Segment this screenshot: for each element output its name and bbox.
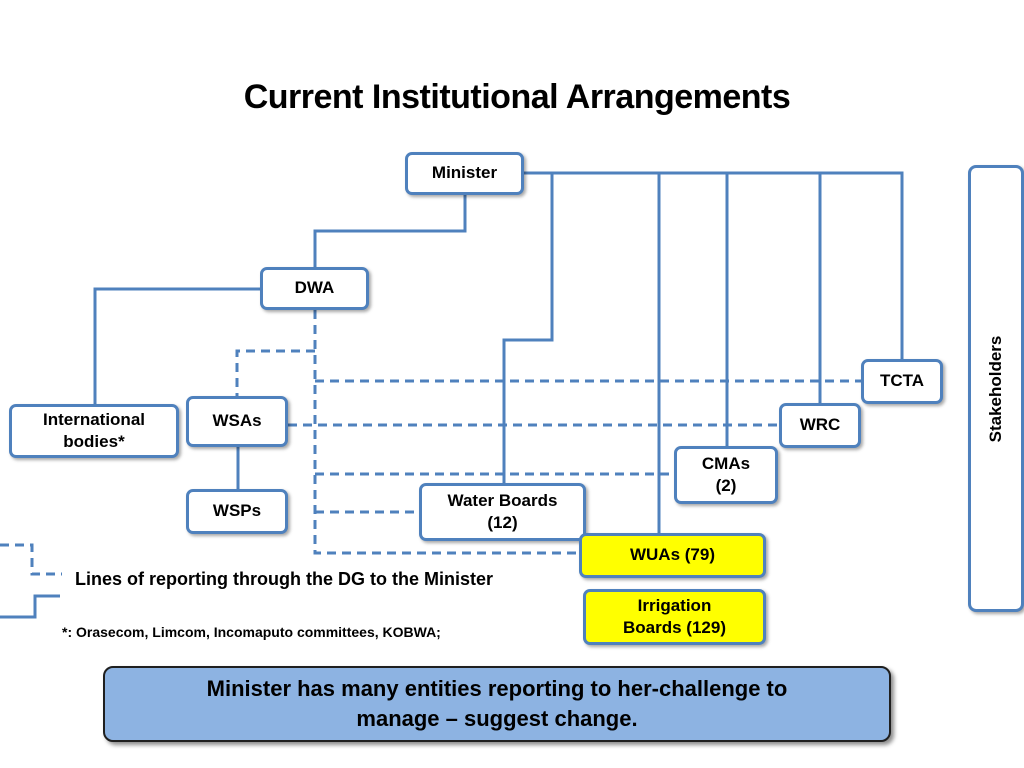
legend-solid-line (0, 594, 60, 619)
cmas-box: CMAs (2) (674, 446, 778, 504)
stakeholders-label: Stakeholders (986, 335, 1005, 442)
conclusion-banner: Minister has many entities reporting to … (103, 666, 891, 742)
minister-box: Minister (405, 152, 524, 195)
page-title: Current Institutional Arrangements (243, 78, 791, 116)
dwa-label: DWA (294, 278, 335, 298)
dwa-box: DWA (260, 267, 369, 310)
wsps-box: WSPs (186, 489, 288, 534)
stakeholders-box: Stakeholders (968, 165, 1024, 612)
international-bodies-box: International bodies* (9, 404, 179, 458)
dwa-international-line (93, 287, 260, 405)
legend-text: Lines of reporting through the DG to the… (75, 569, 493, 589)
wrc-label: WRC (799, 415, 841, 435)
irrigation-boards-label: Irrigation Boards (129) (623, 595, 726, 637)
minister-label: Minister (431, 163, 498, 183)
wsas-box: WSAs (186, 396, 288, 447)
water-boards-box: Water Boards (12) (419, 483, 586, 541)
dwa-wsas-dashed (235, 349, 315, 398)
conclusion-text: Minister has many entities reporting to … (206, 676, 788, 731)
water-boards-label: Water Boards (12) (447, 490, 558, 532)
dwa-dashed-trunk (313, 310, 580, 555)
tcta-label: TCTA (879, 371, 925, 391)
irrigation-boards-box: Irrigation Boards (129) (583, 589, 766, 645)
footnote-text: *: Orasecom, Limcom, Incomaputo committe… (62, 624, 441, 640)
wsps-label: WSPs (212, 501, 262, 521)
minister-trunk-line (524, 171, 904, 360)
minister-dwa-line (313, 194, 467, 268)
wsas-label: WSAs (212, 411, 262, 431)
legend-dashed-line (0, 543, 62, 576)
wuas-label: WUAs (79) (629, 545, 715, 565)
wuas-box: WUAs (79) (579, 533, 766, 578)
minister-water-boards-line (502, 173, 554, 485)
cmas-label: CMAs (2) (701, 453, 751, 495)
international-bodies-label: International bodies* (42, 409, 145, 451)
wrc-box: WRC (779, 403, 861, 448)
tcta-box: TCTA (861, 359, 943, 404)
